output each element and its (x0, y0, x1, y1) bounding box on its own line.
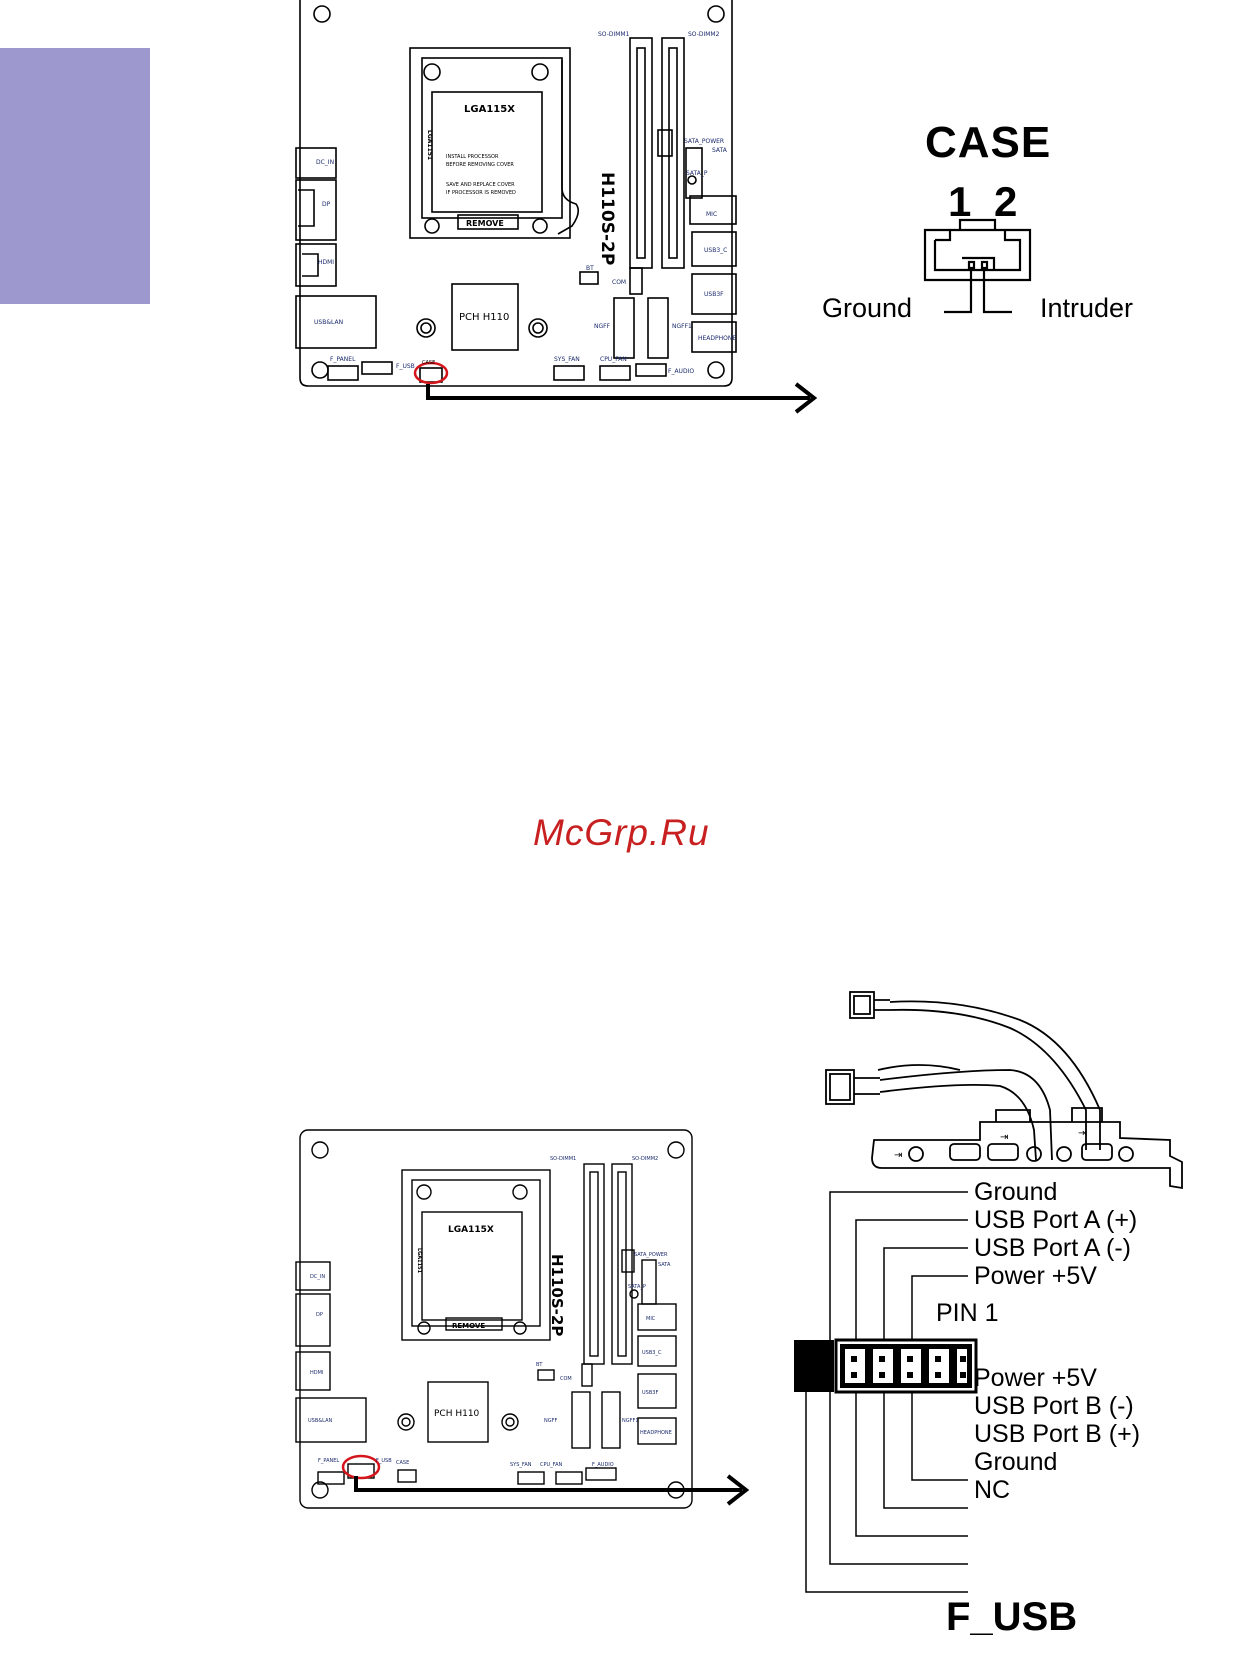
f-usb-label-bottom-5: NC (974, 1476, 1011, 1504)
f-usb-label-bottom-1: Power +5V (974, 1364, 1097, 1392)
label-usb-c: USB3_C (704, 247, 727, 254)
label-f-usb-b: F_USB (376, 1458, 392, 1464)
label-headphone: HEADPHONE (698, 335, 736, 342)
label-ngff1-b: NGFF1 (622, 1418, 639, 1424)
motherboard-diagram-bottom: SO-DIMM1 SO-DIMM2 SATA_POWER SATA SATA_P… (295, 1129, 750, 1509)
f-usb-label-top-2: USB Port A (+) (974, 1206, 1138, 1234)
label-ngff-b: NGFF (544, 1418, 557, 1424)
label-usb3f: USB3F (704, 291, 724, 298)
f-usb-pin1-label: PIN 1 (936, 1299, 999, 1327)
motherboard-diagram-top: SO-DIMM1 SO-DIMM2 SATA_POWER SATA SATA_P… (295, 0, 818, 414)
label-hdmi-b: HDMI (310, 1370, 323, 1376)
socket-note-1: INSTALL PROCESSOR (446, 154, 499, 160)
watermark: McGrp.Ru (533, 812, 710, 853)
label-model: H110S-2P (597, 172, 617, 265)
label-remove: REMOVE (466, 219, 504, 228)
label-usb-lan: USB&LAN (314, 319, 343, 326)
label-sata-p-b: SATA_P (628, 1284, 646, 1290)
label-f-audio: F_AUDIO (668, 368, 694, 375)
label-usb-c-b: USB3_C (642, 1350, 662, 1356)
label-sata-power: SATA_POWER (684, 138, 724, 145)
label-sata: SATA (712, 147, 728, 154)
label-bt-b: BT (536, 1362, 543, 1368)
label-dc-in: DC_IN (316, 159, 334, 166)
label-sata-power-b: SATA_POWER (634, 1252, 668, 1258)
label-dimm1: SO-DIMM1 (598, 31, 630, 38)
f-usb-label-top-4: Power +5V (974, 1262, 1097, 1290)
label-dimm1-b: SO-DIMM1 (550, 1156, 576, 1162)
label-dp-b: DP (316, 1312, 323, 1318)
socket-side-label-b: LGA1151 (416, 1248, 422, 1274)
usb-symbol-icon-2: ⇥ (1078, 1128, 1086, 1139)
case-header-highlight (413, 361, 449, 385)
f-usb-label-top-3: USB Port A (-) (974, 1234, 1131, 1262)
label-dp: DP (322, 201, 331, 208)
label-model-b: H110S-2P (548, 1254, 566, 1336)
label-f-panel: F_PANEL (330, 356, 356, 363)
usb-symbol-icon-3: ⇥ (894, 1150, 902, 1161)
socket-note-2: BEFORE REMOVING COVER (446, 162, 514, 168)
label-f-usb: F_USB (396, 363, 415, 370)
socket-note-3: SAVE AND REPLACE COVER (446, 182, 515, 188)
usb-bracket-illustration: ⇥ ⇥ ⇥ (825, 991, 1183, 1190)
label-com-b: COM (560, 1376, 572, 1382)
label-case-header: CASE (422, 360, 435, 366)
label-mic: MIC (706, 211, 717, 218)
label-bt: BT (586, 265, 594, 272)
f-usb-label-bottom-3: USB Port B (+) (974, 1420, 1141, 1448)
label-case-b: CASE (396, 1460, 409, 1466)
label-mic-b: MIC (646, 1316, 656, 1322)
f-usb-label-top-1: Ground (974, 1178, 1058, 1206)
label-remove-b: REMOVE (452, 1322, 485, 1330)
label-pch: PCH H110 (459, 312, 509, 323)
f-usb-label-bottom-2: USB Port B (-) (974, 1392, 1134, 1420)
label-sys-fan: SYS_FAN (554, 356, 580, 363)
case-pin-1: 1 (948, 178, 972, 225)
label-headphone-b: HEADPHONE (640, 1430, 672, 1436)
label-cpu-fan: CPU_FAN (600, 356, 627, 363)
label-cpu-fan-b: CPU_FAN (540, 1462, 563, 1468)
f-usb-title: F_USB (946, 1595, 1078, 1639)
f-usb-pinout-diagram (794, 1191, 978, 1593)
label-ngff1: NGFF1 (672, 323, 692, 330)
label-usb3f-b: USB3F (642, 1390, 658, 1396)
label-usb-lan-b: USB&LAN (308, 1418, 332, 1424)
label-pch-b: PCH H110 (434, 1409, 480, 1419)
label-sata-p: SATA_P (686, 170, 708, 177)
socket-side-label: LGA1151 (426, 130, 433, 160)
label-sata-b: SATA (658, 1262, 671, 1268)
case-connector-diagram (923, 218, 1032, 314)
label-socket-b: LGA115X (448, 1225, 494, 1235)
label-f-audio-b: F_AUDIO (592, 1462, 614, 1468)
usb-symbol-icon: ⇥ (1000, 1132, 1008, 1143)
case-label-intruder: Intruder (1040, 293, 1134, 323)
case-connector-title: CASE (925, 118, 1052, 167)
label-dimm2-b: SO-DIMM2 (632, 1156, 658, 1162)
label-socket: LGA115X (464, 104, 515, 115)
label-ngff: NGFF (594, 323, 611, 330)
label-sys-fan-b: SYS_FAN (510, 1462, 532, 1468)
case-label-ground: Ground (822, 293, 913, 323)
label-com: COM (612, 279, 626, 286)
label-dimm2: SO-DIMM2 (688, 31, 720, 38)
case-pin-2: 2 (994, 178, 1018, 225)
f-usb-header-highlight (341, 1454, 381, 1480)
f-usb-label-bottom-4: Ground (974, 1448, 1058, 1476)
socket-note-4: IF PROCESSOR IS REMOVED (446, 190, 516, 196)
label-hdmi: HDMI (318, 259, 334, 266)
label-f-panel-b: F_PANEL (318, 1458, 339, 1464)
label-dc-in-b: DC_IN (310, 1274, 325, 1280)
side-tab (0, 48, 150, 304)
